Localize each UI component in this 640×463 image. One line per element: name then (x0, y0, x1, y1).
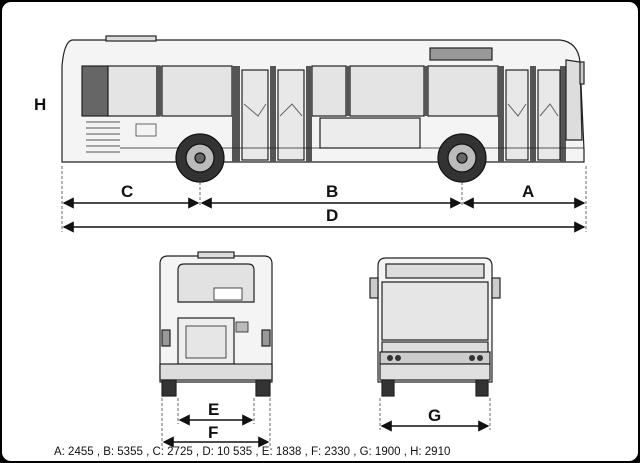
label-e: E (208, 400, 219, 419)
label-h: H (34, 95, 46, 114)
label-c: C (121, 182, 133, 201)
rear-extension-lines (161, 398, 271, 446)
label-b: B (326, 182, 338, 201)
bus-side-view (61, 35, 585, 183)
label-a: A (522, 182, 534, 201)
label-g: G (428, 406, 441, 425)
label-d: D (326, 206, 338, 225)
bus-rear-view (159, 251, 273, 397)
label-f: F (208, 423, 218, 442)
side-extension-lines (61, 166, 587, 232)
rear-dimension-lines (162, 414, 270, 448)
bus-front-view (369, 257, 501, 397)
dimensions-caption: A: 2455 , B: 5355 , C: 2725 , D: 10 535 … (54, 446, 451, 458)
front-extension-lines (379, 398, 491, 430)
side-dimension-lines (62, 197, 586, 233)
